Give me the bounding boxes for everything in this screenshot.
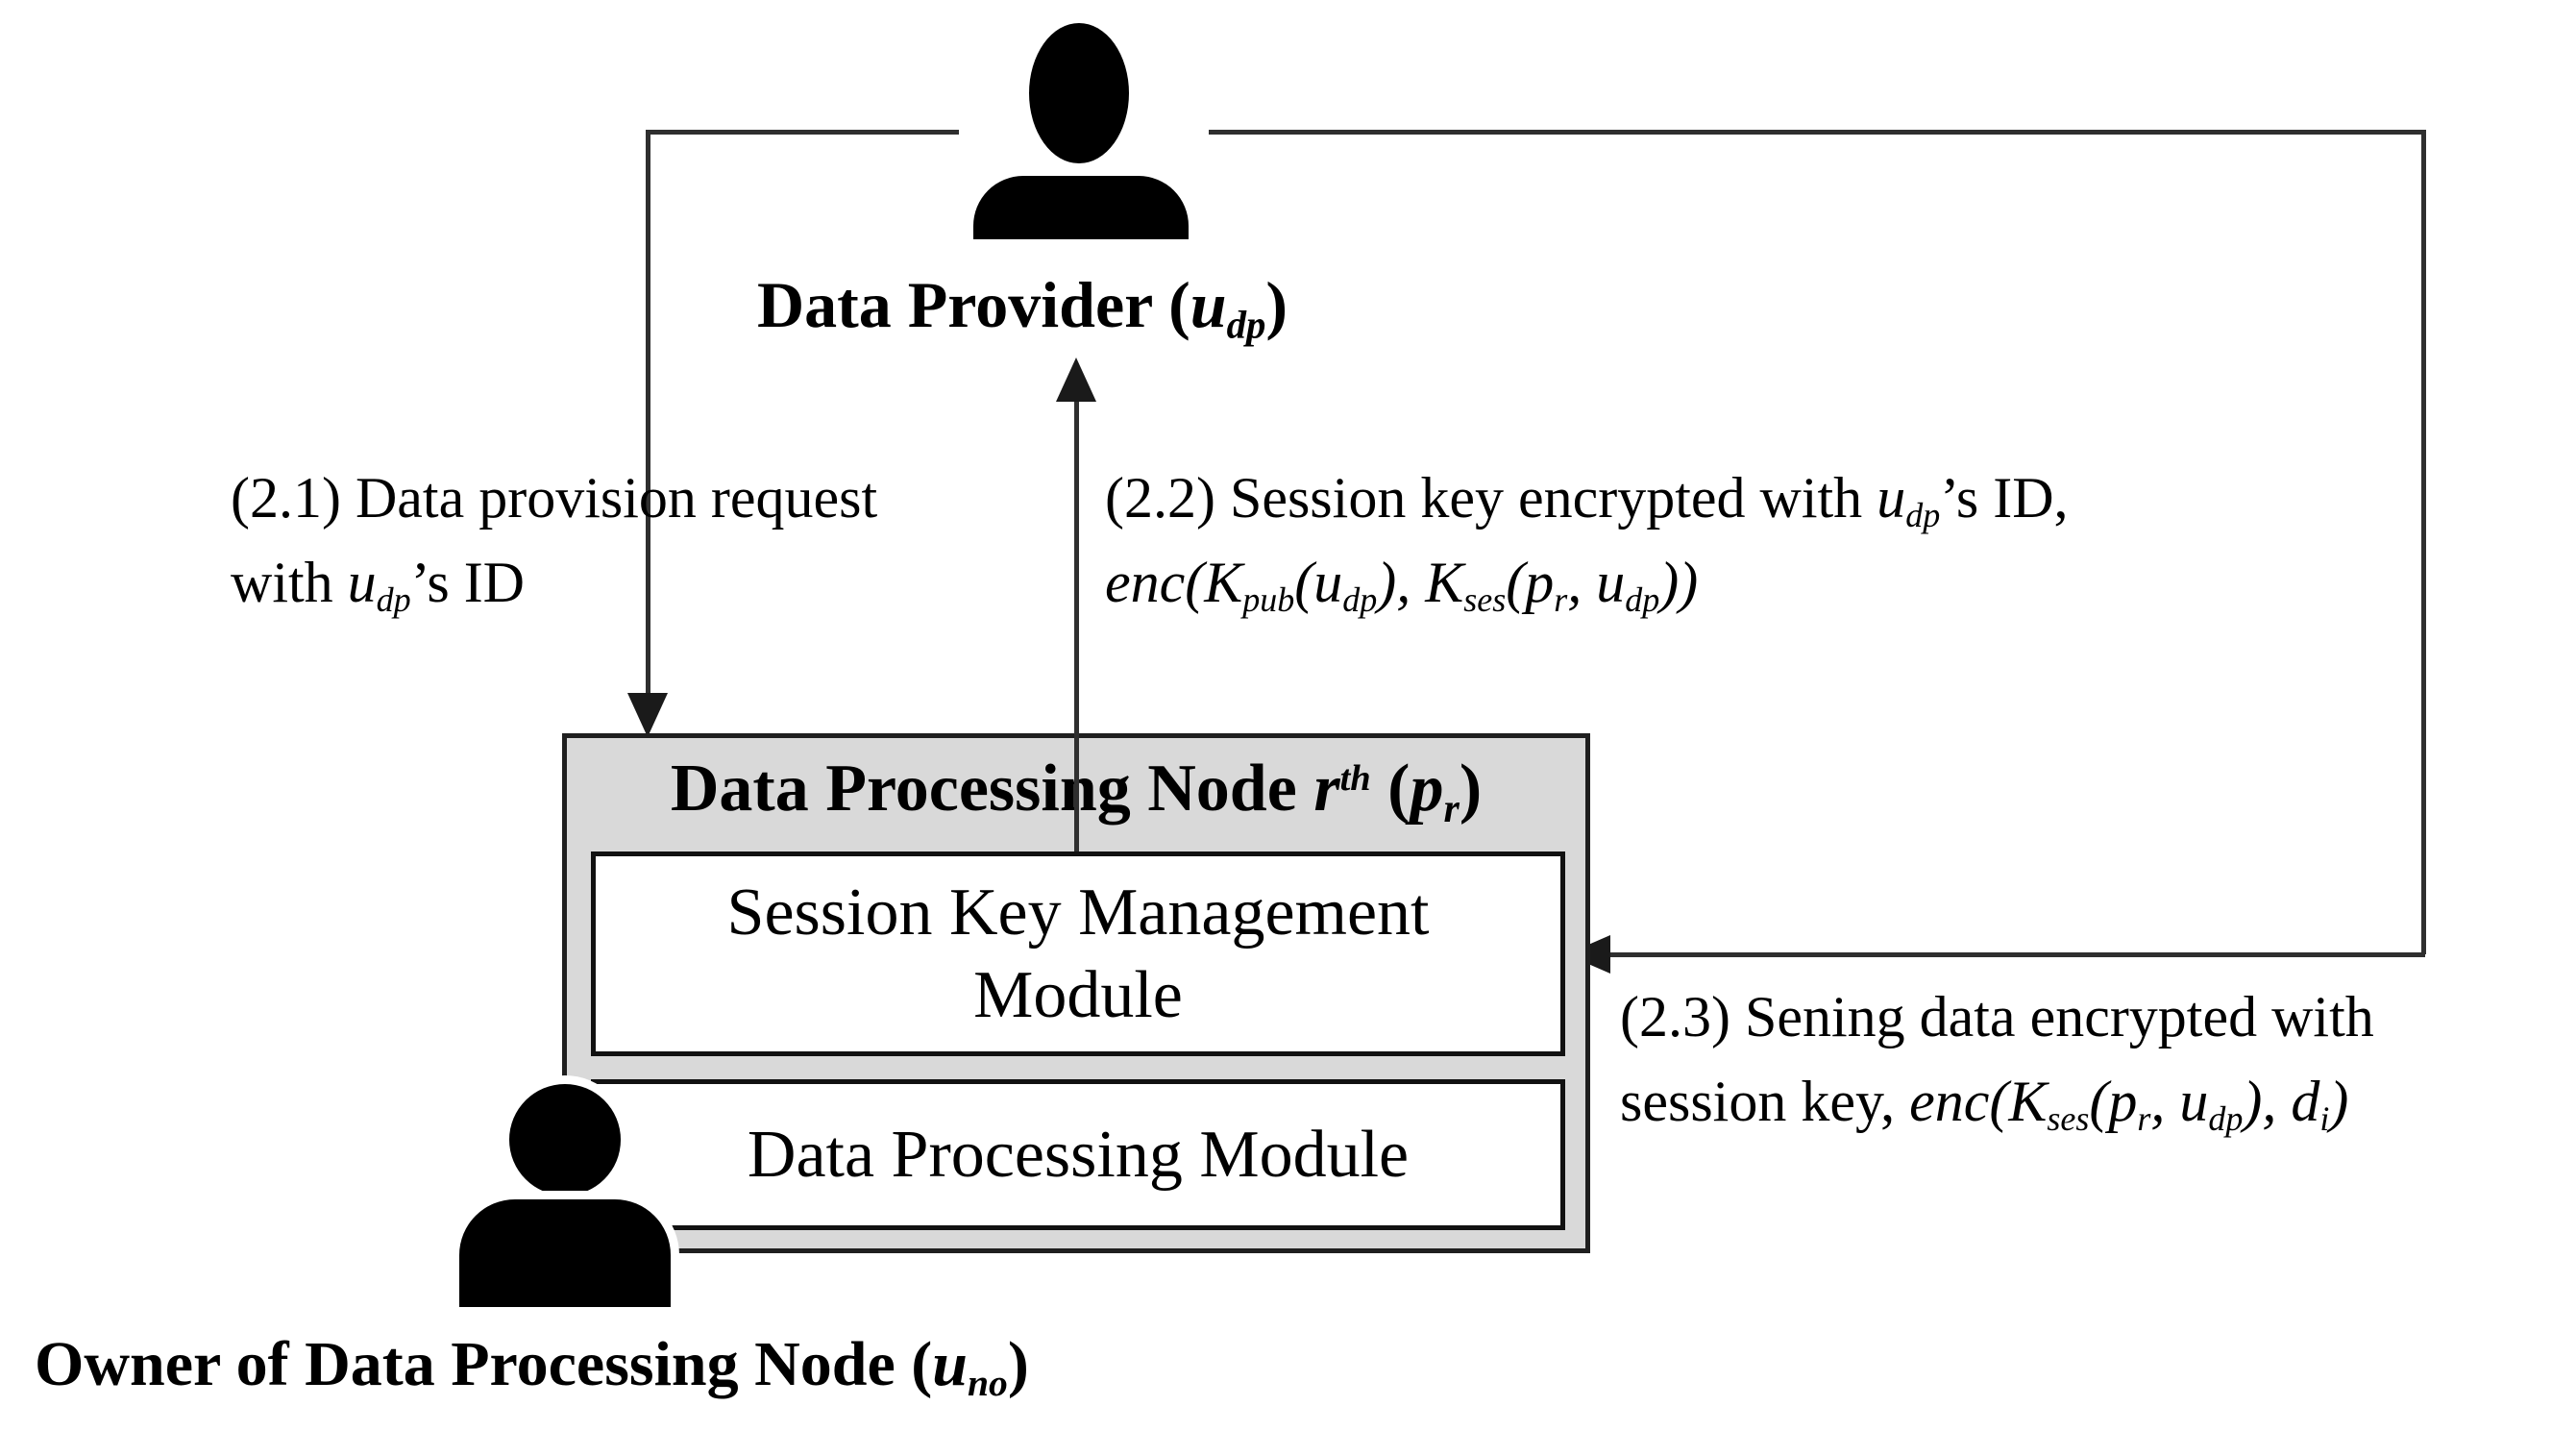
arrow-2-3-horizontal-line [1607, 952, 2425, 957]
a23-m2: (p [2089, 1070, 2138, 1133]
provider-var-sub: dp [1226, 303, 1266, 347]
arrow-2-1-var-sub: dp [376, 580, 411, 620]
a22-m3-sub: ses [1463, 580, 1507, 620]
owner-var-u: u [932, 1329, 968, 1399]
owner-person-body-icon [459, 1199, 671, 1307]
a23-m4: ), d [2243, 1070, 2320, 1133]
a23-m3: , u [2150, 1070, 2209, 1133]
a23-m3-sub: dp [2208, 1099, 2244, 1139]
arrow-2-2-var-u: u [1877, 466, 1906, 530]
a22-m2-sub: dp [1342, 580, 1378, 620]
node-title-text: Data Processing Node [670, 752, 1314, 826]
provider-label-text: Data Provider ( [757, 268, 1190, 341]
owner-var-sub: no [968, 1362, 1008, 1405]
skm-label-line2: Module [973, 957, 1183, 1032]
arrow-2-1-arrowhead-icon [627, 693, 668, 737]
arrow-2-3-math: enc(Kses(pr, udp), di) [1909, 1070, 2349, 1136]
a22-m6: )) [1659, 551, 1699, 614]
arrow-2-2-line [1074, 398, 1079, 855]
arrow-2-3-line1: (2.3) Sening data encrypted with [1620, 985, 2374, 1049]
a23-m1-sub: ses [2047, 1099, 2090, 1139]
node-sup-th: th [1339, 757, 1371, 799]
a22-m5: , u [1567, 551, 1626, 614]
arrow-2-1-label: (2.1) Data provision request with udp’s … [231, 456, 877, 625]
a22-m5-sub: dp [1625, 580, 1660, 620]
data-provider-person-icon [1029, 23, 1129, 163]
a22-m1: enc(K [1105, 551, 1243, 614]
session-key-management-module-label: Session Key Management Module [727, 872, 1430, 1037]
arrow-2-2-line1-suffix: ’s ID, [1940, 466, 2069, 530]
arrow-2-1-line [646, 130, 650, 699]
data-processing-node-title: Data Processing Node rth (pr) [562, 751, 1590, 829]
provider-label-suffix: ) [1265, 268, 1288, 341]
a22-m4: (p [1506, 551, 1555, 614]
owner-label-suffix: ) [1007, 1329, 1029, 1399]
arrow-2-2-line1-prefix: (2.2) Session key encrypted with [1105, 466, 1877, 530]
provider-var-u: u [1190, 268, 1227, 341]
a22-m4-sub: r [1554, 580, 1568, 620]
arrow-2-3-vertical-line [2421, 130, 2426, 954]
a23-m2-sub: r [2137, 1099, 2151, 1139]
node-var-r: r [1313, 752, 1340, 826]
arrow-2-3-line2-prefix: session key, [1620, 1070, 1910, 1133]
node-paren-close: ) [1459, 752, 1483, 826]
top-connector-right-segment [1209, 130, 2426, 135]
a22-m2: (u [1294, 551, 1343, 614]
arrow-2-2-arrowhead-icon [1056, 358, 1096, 402]
top-connector-left-segment [646, 130, 959, 135]
a23-m4-sub: i [2319, 1099, 2330, 1139]
skm-label-line1: Session Key Management [726, 875, 1430, 950]
arrow-2-2-math: enc(Kpub(udp), Kses(pr, udp)) [1105, 551, 1699, 617]
data-processing-module-label: Data Processing Module [747, 1117, 1410, 1192]
node-paren-open: ( [1370, 752, 1411, 826]
owner-label: Owner of Data Processing Node (uno) [35, 1320, 1029, 1409]
arrow-2-1-var-u: u [347, 551, 377, 614]
arrow-2-1-line2-prefix: with [231, 551, 348, 614]
owner-label-text: Owner of Data Processing Node ( [35, 1329, 933, 1399]
a22-m1-sub: pub [1242, 580, 1295, 620]
a22-m3: ), K [1377, 551, 1464, 614]
data-processing-module-box: Data Processing Module [591, 1079, 1565, 1230]
data-provider-label: Data Provider (udp) [757, 261, 1288, 348]
arrow-2-3-label: (2.3) Sening data encrypted with session… [1620, 975, 2374, 1144]
arrow-2-1-line1: (2.1) Data provision request [231, 466, 878, 530]
arrow-2-1-line2-suffix: ’s ID [410, 551, 526, 614]
node-var-p: p [1410, 752, 1444, 826]
node-var-p-sub: r [1443, 786, 1460, 831]
a23-m1: enc(K [1909, 1070, 2048, 1133]
session-key-management-module-box: Session Key Management Module [591, 851, 1565, 1056]
owner-person-icon [509, 1084, 621, 1196]
data-provider-person-body-icon [973, 176, 1189, 239]
arrow-2-2-var-sub: dp [1905, 496, 1941, 535]
a23-m5: ) [2329, 1070, 2349, 1133]
arrow-2-2-label: (2.2) Session key encrypted with udp’s I… [1105, 456, 2069, 625]
